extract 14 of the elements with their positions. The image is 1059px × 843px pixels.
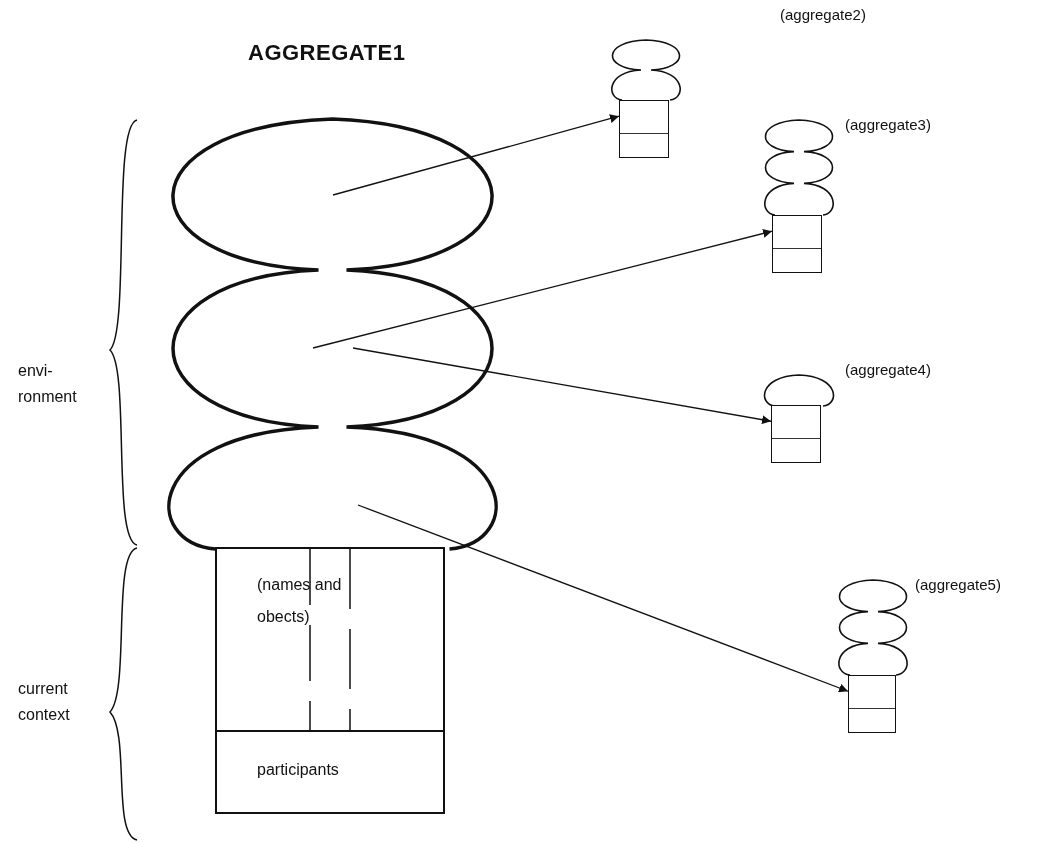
aggregate-label: (aggregate5) (915, 576, 1001, 593)
side-label: current context (18, 679, 71, 725)
compartment-box (215, 730, 445, 814)
compartment-label: participants (257, 760, 340, 780)
compartment-box (215, 547, 445, 732)
arrow (312, 229, 773, 349)
arrow (357, 504, 849, 693)
aggregate-label: (aggregate2) (780, 6, 866, 23)
aggregate-label: (aggregate3) (845, 116, 931, 133)
side-label: envi- ronment (18, 361, 78, 407)
figure-title: AGGREGATE1 (248, 40, 406, 66)
aggregate-label: (aggregate4) (845, 361, 931, 378)
arrow (332, 114, 620, 196)
arrow (352, 347, 772, 425)
